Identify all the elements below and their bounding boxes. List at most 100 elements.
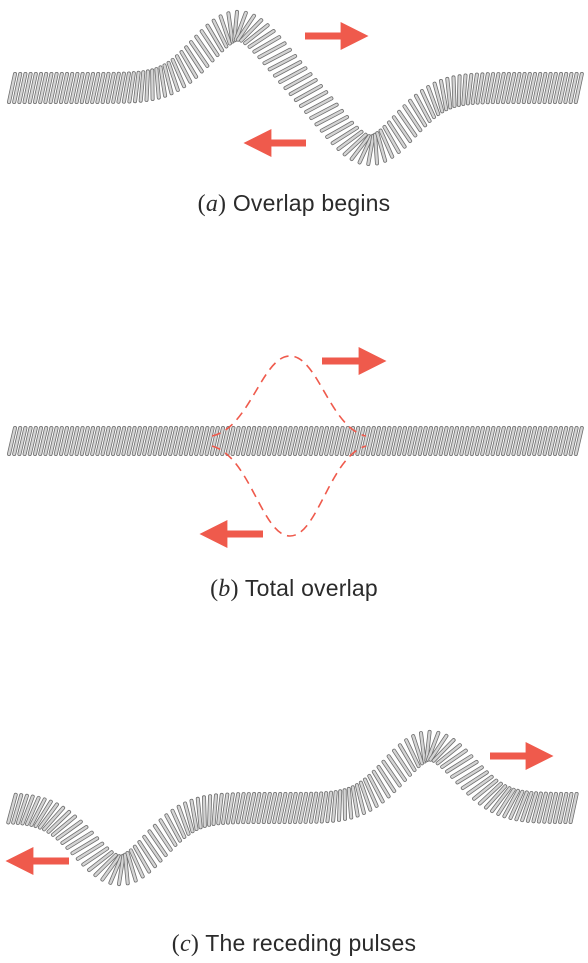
- spring-coil: [28, 72, 37, 104]
- spring-coil: [367, 134, 375, 166]
- spring-coil: [90, 72, 100, 104]
- spring-coil: [246, 426, 256, 456]
- spring-coil: [413, 426, 422, 456]
- spring-coil: [252, 792, 261, 824]
- spring-coil: [484, 785, 507, 809]
- spring-coil: [387, 121, 406, 148]
- spring-coil: [116, 426, 126, 456]
- spring-coil: [512, 426, 521, 456]
- spring-coil: [460, 426, 469, 456]
- spring-coil: [39, 426, 48, 456]
- spring-coil: [153, 824, 172, 851]
- spring-coil: [491, 426, 500, 456]
- panel-c-receding-pulses: [5, 729, 579, 887]
- spring-coil: [25, 796, 40, 826]
- spring-coil: [439, 426, 448, 456]
- spring-coil: [408, 99, 427, 127]
- spring-coil: [337, 130, 363, 151]
- spring-coil: [34, 800, 52, 828]
- spring-coil: [532, 792, 543, 823]
- spring-coil: [236, 792, 245, 824]
- spring-coil: [432, 738, 455, 762]
- spring-coil: [70, 72, 79, 104]
- spring-coil: [377, 426, 386, 456]
- spring-coil: [189, 41, 209, 68]
- spring-coil: [258, 42, 286, 59]
- spring-coil: [279, 67, 307, 84]
- spring-coil: [90, 426, 100, 456]
- spring-coil: [289, 78, 317, 96]
- spring-coil: [382, 760, 401, 787]
- spring-coil: [392, 116, 412, 143]
- spring-coil: [71, 837, 99, 855]
- spring-coil: [538, 72, 547, 104]
- spring-coil: [574, 72, 583, 104]
- spring-coil: [195, 35, 214, 62]
- spring-coil: [476, 73, 484, 104]
- spring-coil: [159, 66, 167, 97]
- spring-coil: [486, 426, 495, 456]
- spring-coil: [382, 426, 391, 456]
- spring-coil: [372, 770, 390, 798]
- spring-coil: [159, 819, 177, 847]
- spring-coil: [359, 781, 372, 811]
- dashed-lower-pulse: [211, 445, 367, 537]
- spring-coil: [467, 775, 493, 795]
- spring-coil: [512, 72, 521, 104]
- spring-coil: [343, 133, 367, 156]
- panel-a-overlap-begins: [7, 9, 584, 166]
- spring-coil: [347, 787, 353, 819]
- spring-coil: [451, 760, 478, 778]
- spring-coil: [304, 426, 313, 456]
- spring-coil: [425, 730, 431, 762]
- spring-coil: [278, 426, 287, 456]
- spring-coil: [403, 105, 422, 132]
- spring-coil: [206, 24, 224, 52]
- spring-coil: [522, 72, 531, 104]
- spring-coil: [168, 426, 178, 456]
- spring-coil: [212, 19, 228, 48]
- spring-coil: [515, 791, 528, 821]
- spring-coil: [7, 793, 17, 824]
- spring-coil: [564, 792, 573, 824]
- spring-coil: [283, 426, 292, 456]
- spring-coil: [129, 849, 144, 878]
- spring-coil: [171, 58, 186, 88]
- spring-coil: [148, 426, 157, 456]
- spring-coil: [522, 426, 531, 456]
- spring-coil: [61, 825, 88, 845]
- spring-coil: [227, 12, 234, 43]
- spring-coil: [553, 72, 563, 104]
- spring-coil: [132, 426, 142, 456]
- spring-coil: [175, 55, 192, 83]
- spring-coil: [315, 109, 344, 126]
- spring-coil: [461, 771, 488, 790]
- spring-coil: [331, 126, 359, 145]
- spring-coil: [379, 129, 394, 158]
- spring-coil: [18, 426, 27, 456]
- spring-coil: [497, 788, 515, 816]
- spring-coil: [7, 426, 17, 456]
- spring-coil: [509, 790, 524, 820]
- spring-coil: [220, 426, 230, 456]
- spring-coil: [543, 792, 553, 823]
- spring-coil: [299, 792, 308, 824]
- spring-coil: [226, 426, 235, 456]
- spring-coil: [101, 855, 121, 881]
- spring-coil: [190, 799, 198, 831]
- spring-coil: [319, 426, 329, 456]
- spring-coil: [533, 426, 542, 456]
- spring-coil: [517, 72, 526, 104]
- spring-coil: [423, 426, 433, 456]
- spring-coil: [212, 794, 218, 826]
- spring-coil: [33, 426, 43, 456]
- dashed-upper-pulse: [211, 355, 367, 437]
- spring-coil: [137, 426, 147, 456]
- spring-coil: [392, 426, 401, 456]
- spring-coil: [273, 61, 302, 77]
- spring-coil: [234, 11, 248, 41]
- spring-coil: [452, 76, 456, 108]
- spring-coil: [373, 133, 379, 165]
- spring-coil: [294, 84, 323, 102]
